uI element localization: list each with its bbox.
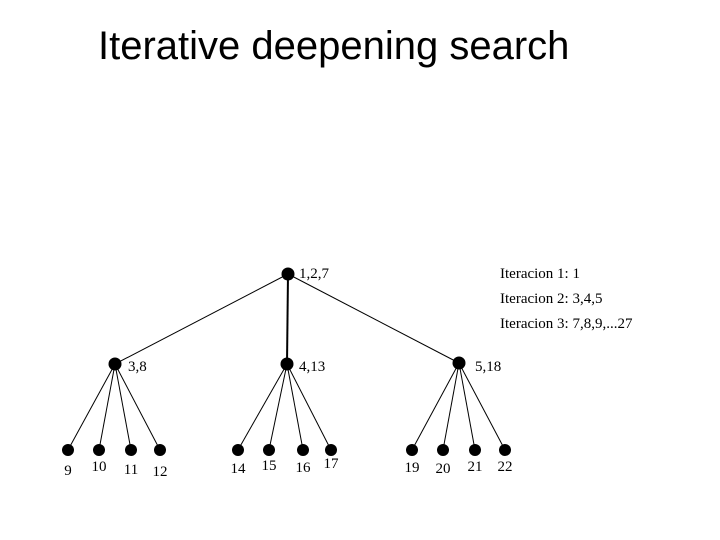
tree-leaf: [263, 444, 275, 456]
leaf-label: 15: [262, 458, 277, 474]
leaf-label: 11: [124, 462, 138, 478]
leaf-label: 16: [296, 460, 312, 476]
tree-edge: [286, 273, 289, 365]
tree-leaf: [499, 444, 511, 456]
leaf-label: 19: [405, 460, 420, 476]
tree-leaf: [437, 444, 449, 456]
node-label: 5,18: [475, 359, 501, 375]
tree-leaf: [93, 444, 105, 456]
tree-edge: [237, 363, 288, 451]
tree-leaf: [125, 444, 137, 456]
leaf-label: 12: [153, 464, 168, 480]
tree-edge: [114, 273, 289, 365]
tree-edge: [114, 363, 161, 451]
tree-leaf: [154, 444, 166, 456]
tree-edge: [286, 363, 332, 451]
tree-leaf: [325, 444, 337, 456]
iteration-line: Iteracion 3: 7,8,9,...27: [500, 316, 633, 332]
iteration-line: Iteracion 1: 1: [500, 266, 580, 282]
tree-edge: [98, 363, 116, 451]
iteration-line: Iteracion 2: 3,4,5: [500, 291, 603, 307]
leaf-label: 9: [64, 463, 72, 479]
tree-edge: [114, 363, 132, 451]
tree-edge: [268, 363, 288, 451]
tree-node: [452, 356, 466, 370]
node-label: 1,2,7: [299, 266, 330, 282]
tree-edge: [458, 362, 476, 451]
tree-edge: [287, 273, 460, 364]
tree-edge: [286, 363, 304, 451]
node-label: 4,13: [299, 359, 325, 375]
node-label: 3,8: [128, 359, 147, 375]
tree-leaf: [297, 444, 309, 456]
tree-leaf: [232, 444, 244, 456]
tree-leaf: [469, 444, 481, 456]
leaf-label: 14: [231, 461, 247, 477]
tree-edge: [411, 362, 460, 451]
leaf-label: 20: [436, 461, 451, 477]
tree-node: [280, 357, 294, 371]
tree-node-root: [281, 267, 295, 281]
leaf-label: 21: [468, 459, 483, 475]
slide-title: Iterative deepening search: [98, 24, 570, 68]
tree-edge: [458, 362, 506, 451]
tree-edge: [67, 363, 116, 451]
tree-edge: [442, 362, 460, 451]
leaf-label: 17: [324, 456, 340, 472]
leaf-label: 10: [92, 459, 107, 475]
tree-node: [108, 357, 122, 371]
tree-leaf: [406, 444, 418, 456]
tree-leaf: [62, 444, 74, 456]
leaf-label: 22: [498, 459, 513, 475]
